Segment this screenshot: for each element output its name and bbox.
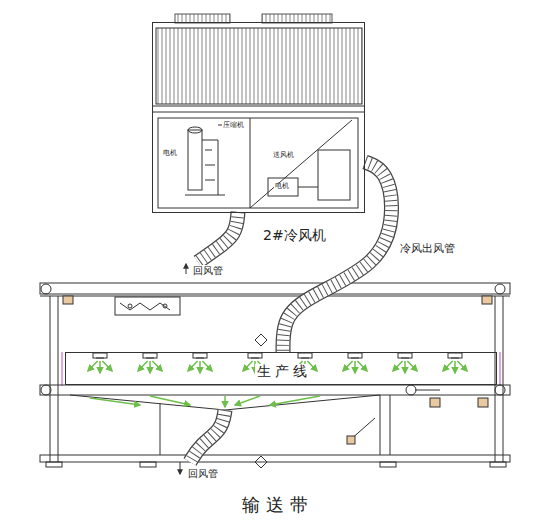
unit-title: 2#冷风机 <box>261 228 328 243</box>
cooler-unit: 2#冷风机 <box>152 22 365 213</box>
duct-label: 冷风出风管 <box>398 243 457 255</box>
duct-label: 回风管 <box>186 468 220 479</box>
production-line-hood: 生 产 线 <box>65 352 497 385</box>
air-nozzles <box>88 353 467 407</box>
line-label: 生 产 线 <box>255 364 310 379</box>
caption: 输 送 带 <box>242 495 307 515</box>
return-ducts <box>190 212 238 462</box>
part-label: 电机 <box>274 183 290 191</box>
flow-arrows <box>180 264 186 474</box>
part-label: 电机 <box>162 150 178 158</box>
duct-label: 回风管 <box>191 265 225 276</box>
part-label: 压缩机 <box>222 122 245 130</box>
conveyor-frame <box>40 283 510 468</box>
part-label: 送风机 <box>272 152 295 160</box>
cold-air-duct <box>283 162 391 352</box>
cooler-housing <box>152 14 365 208</box>
